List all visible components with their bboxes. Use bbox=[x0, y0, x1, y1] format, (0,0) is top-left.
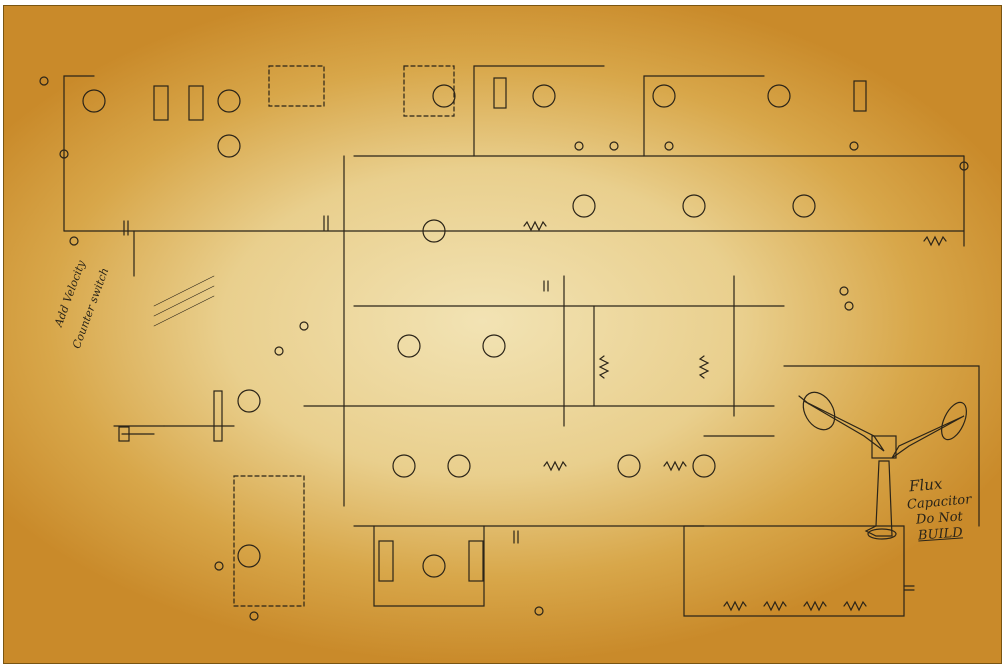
tube-v4 bbox=[432, 84, 456, 108]
tube-v11 bbox=[792, 194, 816, 218]
tube-v2 bbox=[217, 89, 241, 113]
transformer-5 bbox=[213, 390, 223, 442]
tube-v7 bbox=[767, 84, 791, 108]
tube-v13 bbox=[482, 334, 506, 358]
tube-v1 bbox=[82, 89, 106, 113]
tube-v20 bbox=[422, 554, 446, 578]
transformer-4 bbox=[853, 80, 867, 112]
tube-v14 bbox=[237, 389, 261, 413]
schematic-sheet: Flux Capacitor Do Not BUILD Add Velocity… bbox=[3, 5, 1002, 664]
tube-v18 bbox=[692, 454, 716, 478]
tube-v17 bbox=[617, 454, 641, 478]
tube-v16 bbox=[447, 454, 471, 478]
tube-v3 bbox=[217, 134, 241, 158]
tube-v10 bbox=[682, 194, 706, 218]
transformer-1 bbox=[153, 85, 169, 121]
tube-v9 bbox=[572, 194, 596, 218]
tube-v15 bbox=[392, 454, 416, 478]
tube-v8 bbox=[422, 219, 446, 243]
tube-v12 bbox=[397, 334, 421, 358]
circuit-schematic bbox=[39, 65, 980, 621]
transformer-7 bbox=[468, 540, 484, 582]
transformer-2 bbox=[188, 85, 204, 121]
transformer-3 bbox=[493, 77, 507, 109]
flux-horn-bottom bbox=[864, 460, 893, 537]
flux-note-warning-line2: BUILD bbox=[917, 525, 964, 544]
flux-note-title: Flux bbox=[908, 474, 944, 496]
tube-v6 bbox=[652, 84, 676, 108]
transformer-6 bbox=[378, 540, 394, 582]
tube-v19 bbox=[237, 544, 261, 568]
tube-v5 bbox=[532, 84, 556, 108]
